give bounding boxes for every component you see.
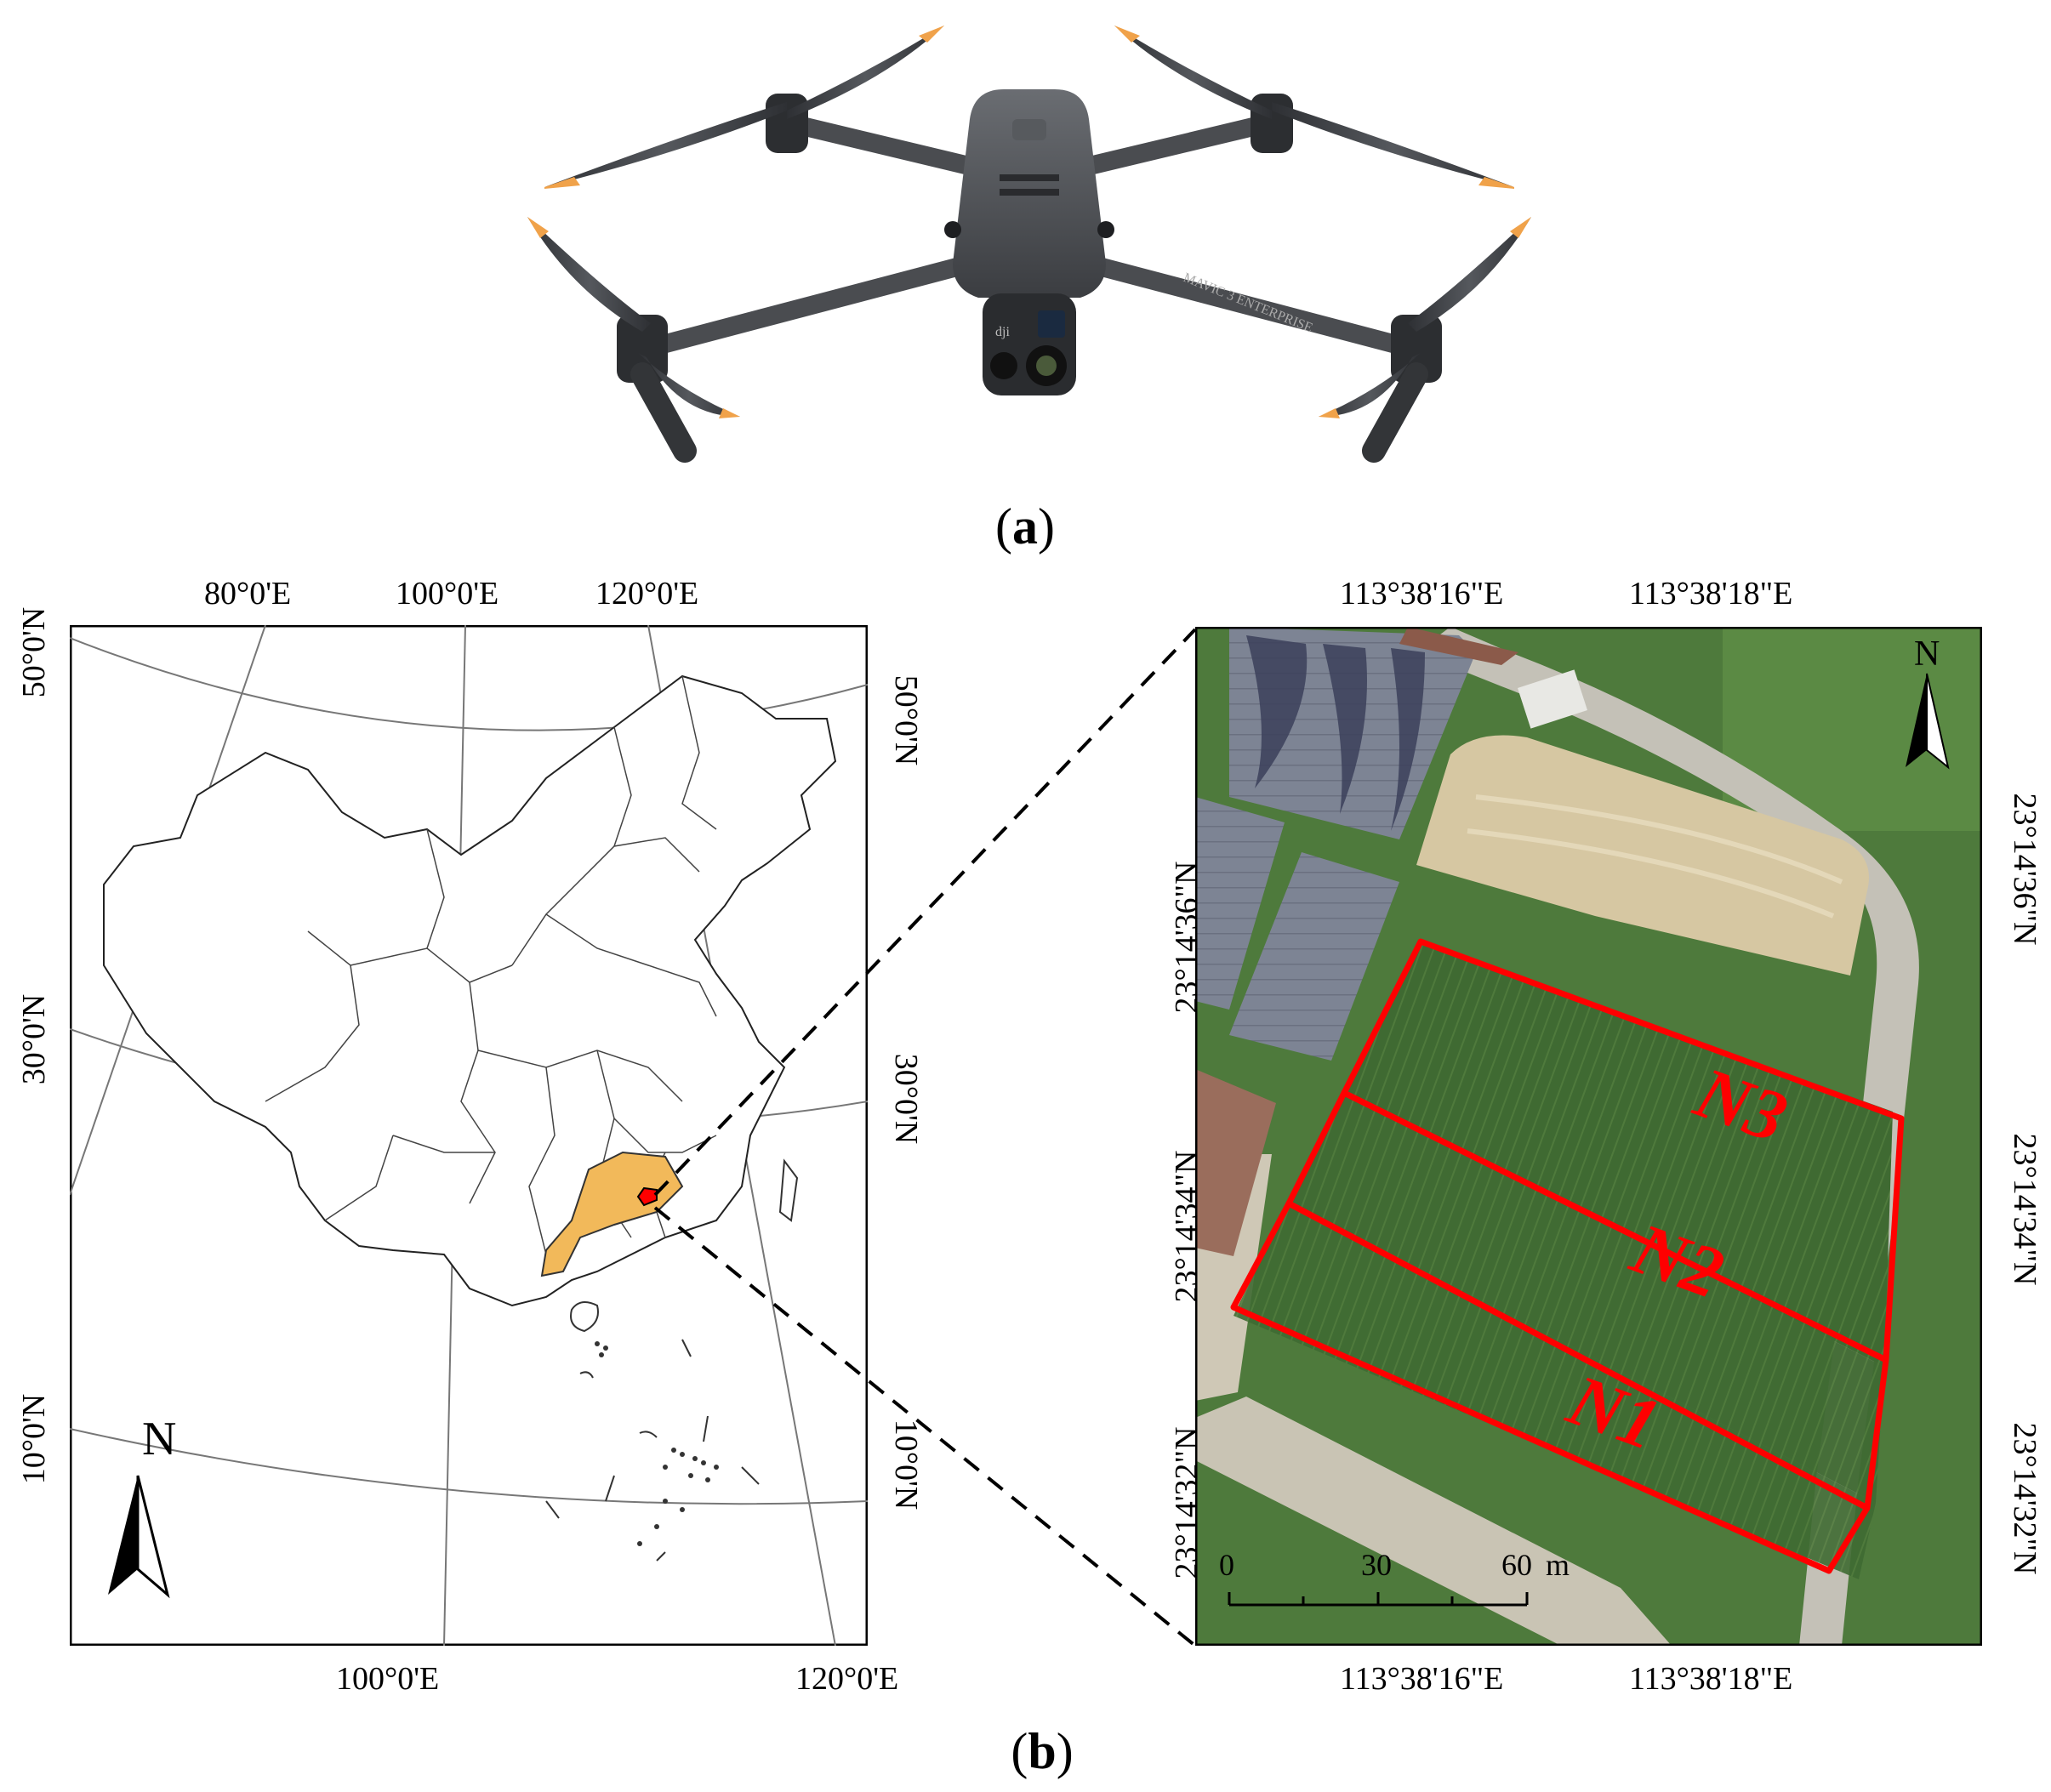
- guangdong-highlight: [540, 1151, 684, 1277]
- left-top-lon-1: 80°0'E: [204, 576, 292, 612]
- left-bottom-lon-2: 120°0'E: [795, 1661, 899, 1697]
- right-top-lon-1: 113°38'16"E: [1340, 576, 1504, 612]
- right-lat-right-2: 23°14'34"N: [2007, 1133, 2042, 1286]
- left-top-lon-2: 100°0'E: [396, 576, 499, 612]
- right-top-lon-2: 113°38'18"E: [1629, 576, 1793, 612]
- field-orthophoto-map: N3 N2 N1 N 0 30 60 m: [1195, 627, 1982, 1646]
- right-lat-right-1: 23°14'36"N: [2007, 793, 2042, 946]
- right-lat-right-3: 23°14'32"N: [2007, 1422, 2042, 1575]
- south-sea-dots: [595, 1341, 719, 1546]
- crop-field-n2: [1289, 1090, 1884, 1503]
- islands: [545, 1158, 799, 1562]
- caption-a: (a): [995, 498, 1055, 555]
- right-bottom-lon-2: 113°38'18"E: [1629, 1661, 1793, 1697]
- province-boundaries: [265, 675, 717, 1255]
- study-site-marker: [636, 1186, 658, 1207]
- scale-tick-60: 60: [1501, 1548, 1532, 1582]
- drone-photo: dji MAVIC 3 ENTERPRISE: [527, 26, 1531, 463]
- caption-b: (b): [1011, 1723, 1074, 1779]
- plot-outlines: [1230, 938, 1905, 1574]
- right-lat-left-3: 23°14'32"N: [1169, 1426, 1205, 1579]
- china-outline: [103, 674, 837, 1307]
- svg-text:N: N: [1914, 634, 1940, 674]
- drone-arms: [637, 114, 1421, 358]
- right-bottom-lon-1: 113°38'16"E: [1340, 1661, 1504, 1697]
- drone-legs: [630, 362, 1428, 463]
- drone-body: [944, 89, 1114, 298]
- drone-propellers: [527, 26, 1531, 418]
- left-top-lon-3: 120°0'E: [595, 576, 699, 612]
- svg-text:N: N: [142, 1413, 176, 1465]
- china-overview-map: N: [70, 625, 868, 1646]
- right-lat-left-2: 23°14'34"N: [1169, 1150, 1205, 1303]
- north-arrow-right: N: [1906, 634, 1950, 770]
- scale-tick-30: 30: [1361, 1548, 1392, 1582]
- right-lat-left-1: 23°14'36"N: [1169, 861, 1205, 1014]
- plot-outline-n1: [1230, 1200, 1871, 1574]
- scale-tick-0: 0: [1219, 1548, 1234, 1582]
- scale-bar: 0 30 60 m: [1219, 1548, 1570, 1607]
- greenhouses: [1195, 627, 1518, 1256]
- left-bottom-lon-1: 100°0'E: [336, 1661, 440, 1697]
- crop-field-n3: [1344, 942, 1893, 1367]
- north-arrow-left: N: [108, 1413, 176, 1599]
- drone-camera: dji: [983, 293, 1076, 395]
- drone-brand-text: dji: [995, 325, 1010, 339]
- crop-field-n1: [1233, 1201, 1876, 1579]
- scale-unit: m: [1546, 1548, 1570, 1582]
- bare-soil-field: [1416, 735, 1869, 976]
